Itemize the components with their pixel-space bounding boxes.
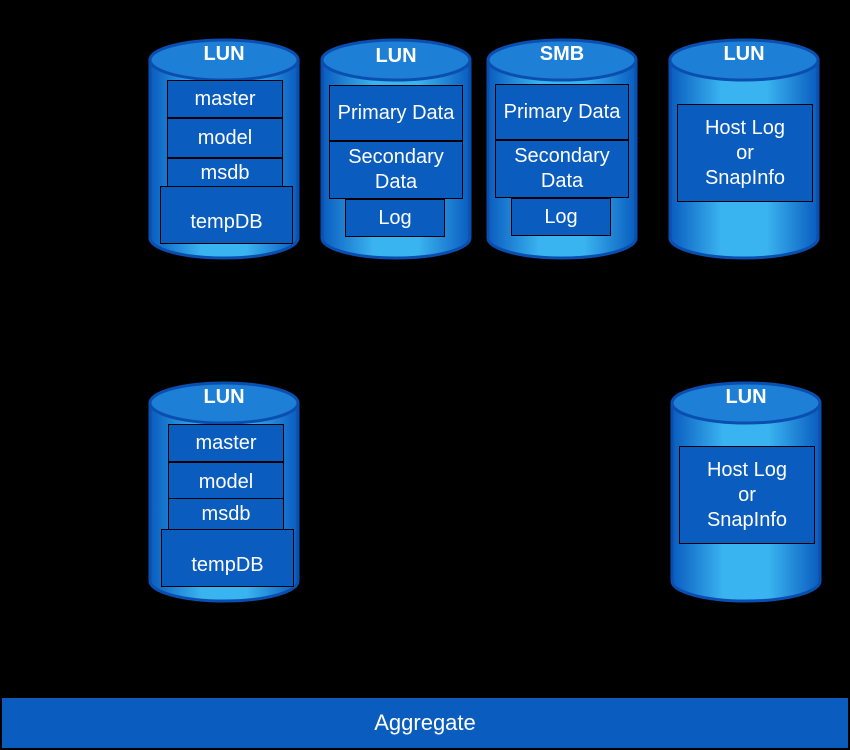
cylinder-title: LUN xyxy=(375,45,417,67)
host-log-snapinfo: Host Log or SnapInfo xyxy=(679,446,815,544)
smb-user-db-top: SMB Primary Data Secondary Data Log xyxy=(486,38,638,260)
lun-user-db-top: LUN Primary Data Secondary Data Log xyxy=(320,38,472,260)
db-msdb: msdb xyxy=(167,158,283,188)
aggregate-bar: Aggregate xyxy=(2,698,848,748)
primary-data: Primary Data xyxy=(329,85,463,141)
lun-system-db-top: LUN master model msdb tempDB xyxy=(148,38,300,260)
db-model: model xyxy=(168,462,284,502)
cylinder-title: LUN xyxy=(723,43,765,65)
lun-system-db-bottom: LUN master model msdb tempDB xyxy=(148,381,300,603)
lun-host-log-top: LUN Host Log or SnapInfo xyxy=(668,38,820,260)
lun-host-log-bottom: LUN Host Log or SnapInfo xyxy=(670,381,822,603)
cylinder-title: SMB xyxy=(539,43,585,65)
db-tempdb: tempDB xyxy=(160,186,293,244)
log: Log xyxy=(511,198,611,236)
db-model: model xyxy=(167,118,283,158)
db-tempdb: tempDB xyxy=(161,529,294,587)
cylinder-title: LUN xyxy=(203,386,245,408)
db-msdb: msdb xyxy=(168,498,284,530)
log: Log xyxy=(345,199,445,237)
cylinder-title: LUN xyxy=(725,386,767,408)
primary-data: Primary Data xyxy=(495,84,629,140)
host-log-snapinfo: Host Log or SnapInfo xyxy=(677,104,813,202)
db-master: master xyxy=(168,424,284,462)
db-master: master xyxy=(167,80,283,118)
secondary-data: Secondary Data xyxy=(329,141,463,199)
cylinder-title: LUN xyxy=(203,43,245,65)
secondary-data: Secondary Data xyxy=(495,140,629,198)
aggregate-label: Aggregate xyxy=(374,710,476,735)
